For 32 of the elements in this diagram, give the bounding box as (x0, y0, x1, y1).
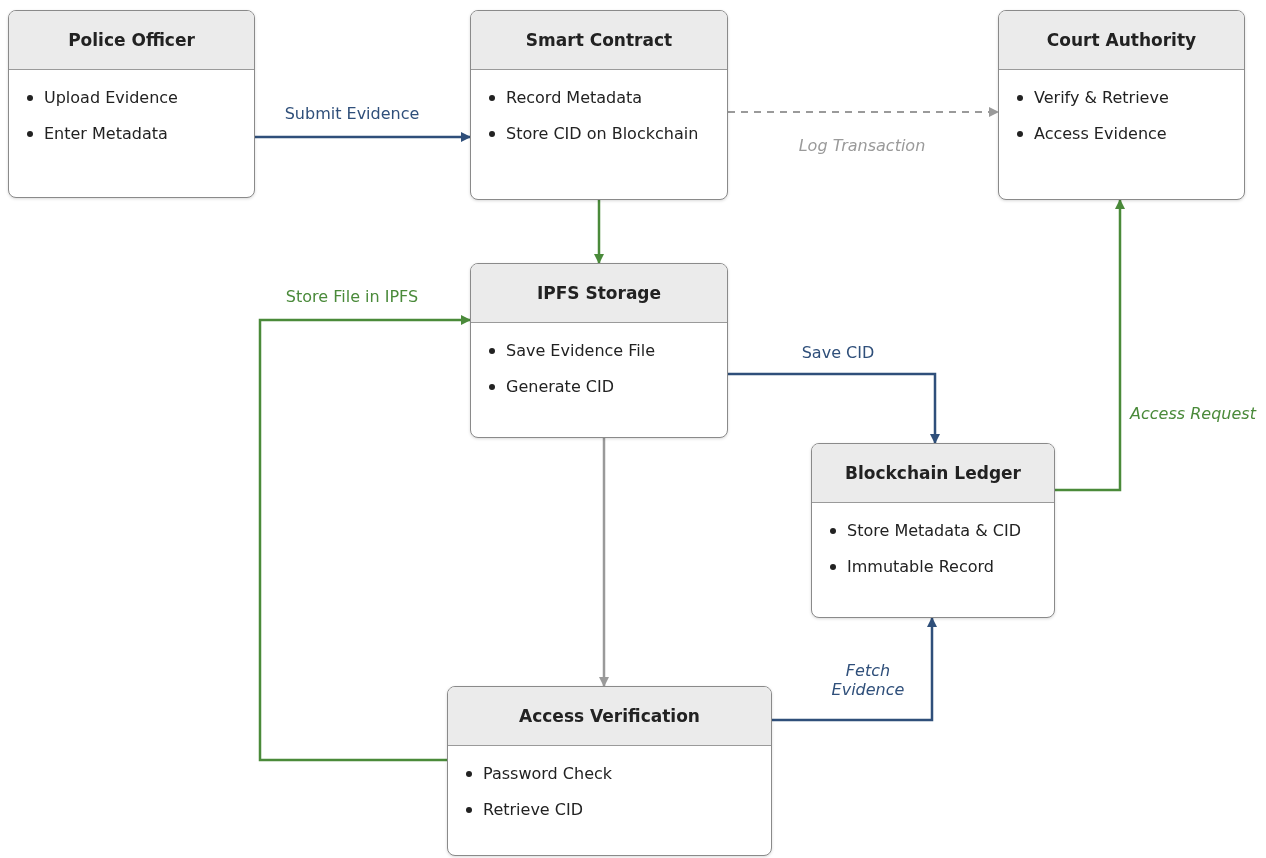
bullet-item: Retrieve CID (483, 800, 583, 819)
arrow (255, 132, 471, 142)
arrow (772, 617, 937, 722)
box-header: Court Authority (999, 11, 1244, 70)
bullet-item: Immutable Record (847, 557, 994, 576)
bullet-item: Record Metadata (506, 88, 643, 107)
process-box (998, 10, 1245, 200)
process-box (8, 10, 255, 198)
arrow (594, 200, 604, 264)
arrow (727, 107, 999, 117)
arrow (258, 315, 471, 762)
box-header: Access Verification (448, 687, 771, 746)
bullet-item: Upload Evidence (44, 88, 178, 107)
process-box (811, 443, 1055, 618)
bullet-item: Store Metadata & CID (847, 521, 1021, 540)
bullet-item: Store CID on Blockchain (506, 124, 699, 143)
box-header: Smart Contract (471, 11, 727, 70)
bullet-item: Enter Metadata (44, 124, 168, 143)
bullet-item: Access Evidence (1034, 124, 1167, 143)
bullet-item: Password Check (483, 764, 613, 783)
box-header: IPFS Storage (471, 264, 727, 323)
bullet-item: Verify & Retrieve (1034, 88, 1169, 107)
process-box (470, 10, 728, 200)
process-box (470, 263, 728, 438)
arrow (1055, 199, 1125, 492)
bullet-item: Generate CID (506, 377, 615, 396)
arrow (599, 438, 609, 687)
process-box (447, 686, 772, 856)
arrow (728, 372, 940, 444)
box-header: Police Officer (9, 11, 254, 70)
bullet-item: Save Evidence File (506, 341, 656, 360)
box-header: Blockchain Ledger (812, 444, 1054, 503)
